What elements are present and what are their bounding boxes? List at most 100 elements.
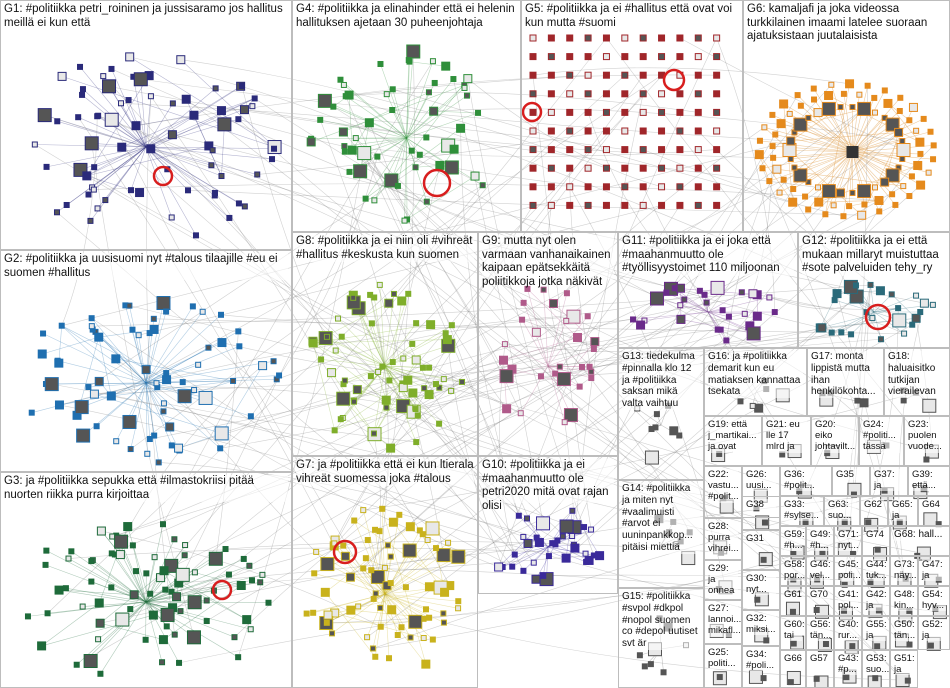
- edge: [384, 593, 411, 638]
- network-node: [88, 578, 95, 585]
- edge: [145, 346, 240, 384]
- edge: [384, 593, 424, 639]
- network-node: [43, 163, 50, 170]
- edge: [127, 526, 154, 616]
- network-node: [845, 79, 855, 89]
- edge: [769, 151, 853, 182]
- network-node: [899, 138, 906, 145]
- network-node: [377, 604, 384, 611]
- edge: [852, 151, 934, 160]
- network-node: [805, 206, 812, 213]
- network-node: [159, 659, 166, 666]
- edge: [637, 408, 662, 426]
- network-node: [713, 146, 721, 154]
- network-node: [236, 343, 243, 350]
- network-node: [602, 90, 610, 98]
- network-node: [401, 217, 408, 224]
- network-node: [677, 302, 684, 309]
- network-node: [909, 321, 916, 328]
- edge: [90, 601, 147, 662]
- group-label-g29: G29: ja onnea: [708, 563, 738, 597]
- network-node: [888, 291, 895, 298]
- network-node: [346, 605, 356, 615]
- group-label-g62: G62: [864, 499, 884, 511]
- network-node: [760, 556, 767, 563]
- network-node: [529, 108, 537, 116]
- edge: [343, 92, 430, 133]
- network-node: [384, 542, 391, 549]
- network-node: [386, 655, 393, 662]
- network-node: [456, 123, 466, 133]
- network-node: [547, 183, 555, 191]
- inter-group-edge: [115, 358, 499, 568]
- network-node: [861, 201, 868, 208]
- network-node: [62, 585, 69, 592]
- network-node: [548, 299, 558, 309]
- network-node: [701, 291, 708, 298]
- network-node: [218, 311, 225, 318]
- network-node: [198, 390, 213, 405]
- edge: [133, 76, 147, 148]
- highlight-ring: [662, 68, 686, 92]
- group-frame-g27: [704, 600, 742, 644]
- network-node: [109, 533, 116, 540]
- network-node: [90, 186, 97, 193]
- edge: [502, 546, 549, 568]
- network-node: [371, 294, 378, 301]
- network-node: [127, 446, 134, 453]
- network-node: [199, 308, 206, 315]
- edge: [406, 92, 430, 139]
- edge: [547, 320, 567, 367]
- network-node: [424, 537, 431, 544]
- network-node: [151, 432, 158, 439]
- edge: [130, 382, 147, 450]
- network-node: [602, 127, 610, 135]
- edge: [313, 342, 387, 401]
- group-frame-g29: [704, 560, 742, 600]
- network-node: [676, 183, 684, 191]
- group-label-g27: G27: lannoi... mikafl...: [708, 603, 742, 637]
- network-node: [788, 197, 798, 207]
- network-node: [805, 114, 812, 121]
- network-node: [405, 290, 412, 297]
- edge: [345, 95, 407, 139]
- network-node: [566, 127, 574, 135]
- group-label-g53: G53: suo...: [866, 653, 890, 676]
- network-node: [449, 144, 459, 154]
- edge: [852, 119, 910, 153]
- edge: [321, 359, 386, 367]
- network-node: [573, 332, 583, 342]
- inter-group-edge: [241, 85, 326, 339]
- network-node: [117, 100, 124, 107]
- group-label-g34: G34: #poli...: [746, 649, 776, 672]
- group-frame-g10: [478, 456, 618, 594]
- inter-group-edge: [120, 102, 625, 150]
- edge: [145, 98, 255, 148]
- network-node: [644, 450, 659, 465]
- edge: [523, 546, 549, 572]
- edge: [145, 146, 215, 196]
- network-node: [159, 566, 169, 576]
- group-frame-g73: [890, 556, 918, 586]
- edge: [364, 137, 407, 154]
- group-label-g57: G57: [810, 653, 830, 665]
- inter-group-edge: [565, 299, 854, 559]
- edge: [145, 380, 234, 384]
- network-node: [374, 153, 381, 160]
- network-node: [658, 127, 666, 135]
- network-node: [383, 404, 390, 411]
- network-node: [351, 517, 358, 524]
- network-node: [214, 426, 229, 441]
- network-node: [794, 92, 801, 99]
- edge: [96, 382, 147, 427]
- group-label-g70: G70: [810, 589, 830, 601]
- group-frame-g19: [704, 416, 762, 466]
- network-node: [73, 661, 80, 668]
- edge: [547, 365, 565, 423]
- network-node: [869, 315, 876, 322]
- network-node: [225, 571, 232, 578]
- network-node: [517, 410, 524, 417]
- network-node: [205, 344, 212, 351]
- network-node: [159, 521, 166, 528]
- edge: [145, 96, 152, 148]
